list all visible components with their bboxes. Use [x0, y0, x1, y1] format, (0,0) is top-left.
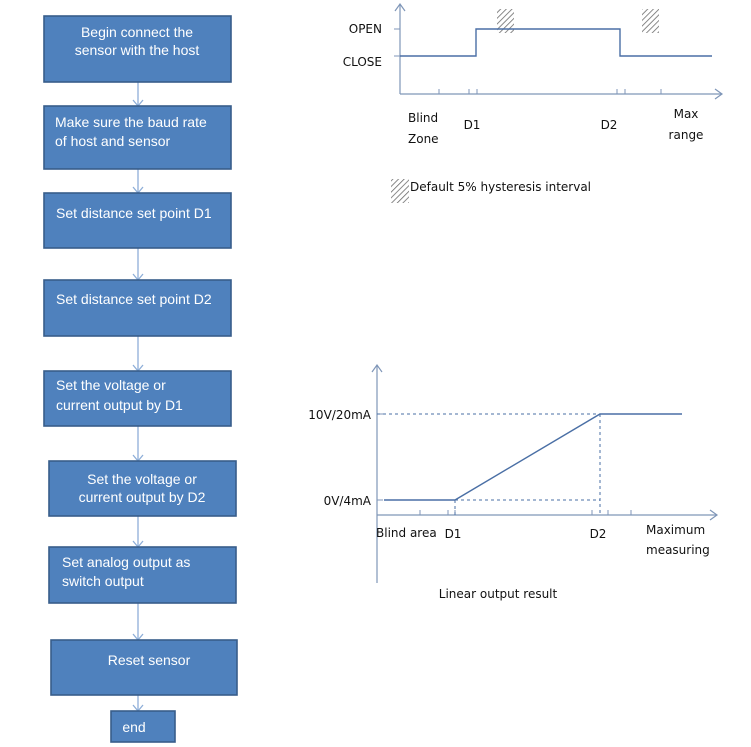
- step-end: end: [110, 710, 176, 743]
- step-line: Set analog output as: [62, 554, 190, 570]
- switch-label-blind: Blind: [408, 111, 438, 125]
- switch-level-open: OPEN: [349, 22, 382, 36]
- linear-caption: Linear output result: [439, 587, 558, 601]
- switch-level-close: CLOSE: [343, 55, 382, 69]
- step-line: Set the voltage or: [87, 471, 197, 487]
- switch-label-zone: Zone: [408, 132, 439, 146]
- step-baud-rate: Make sure the baud rate of host and sens…: [43, 105, 232, 170]
- step-begin-connect: Begin connect the sensor with the host: [43, 15, 232, 83]
- linear-label-blind-area: Blind area: [376, 526, 437, 540]
- step-box: [50, 639, 238, 696]
- step-set-point-d2: Set distance set point D2: [43, 279, 232, 337]
- switch-label-max: Max: [674, 107, 699, 121]
- switch-diagram: OPEN CLOSE Blind Zone D1 D2 Max range De…: [343, 2, 724, 203]
- step-output-d1: Set the voltage or current output by D1: [43, 370, 232, 427]
- switch-label-d2: D2: [601, 118, 618, 132]
- step-line: Reset sensor: [108, 652, 191, 668]
- step-box: [110, 710, 176, 743]
- step-reset-sensor: Reset sensor: [50, 639, 238, 696]
- step-box: [43, 105, 232, 170]
- switch-x-axis-arrowhead: [714, 88, 724, 100]
- step-line: end: [122, 719, 145, 735]
- step-line: Set the voltage or: [56, 377, 166, 393]
- linear-diagram: 10V/20mA 0V/4mA Blind area D1 D2 Maximum…: [308, 363, 719, 601]
- linear-level-high: 10V/20mA: [308, 408, 371, 422]
- step-line: current output by D1: [56, 397, 183, 413]
- step-line: current output by D2: [79, 489, 206, 505]
- step-box: [48, 546, 237, 604]
- hysteresis-zone-d2: [642, 9, 659, 33]
- switch-signal-line: [400, 28, 712, 57]
- hysteresis-zone-d1: [497, 9, 514, 33]
- linear-label-d1: D1: [445, 527, 462, 541]
- linear-label-maximum: Maximum: [646, 523, 705, 537]
- switch-label-range: range: [669, 128, 704, 142]
- hysteresis-legend-swatch: [391, 179, 409, 203]
- step-output-d2: Set the voltage or current output by D2: [48, 460, 237, 517]
- step-box: [48, 460, 237, 517]
- step-line: Set distance set point D1: [56, 205, 212, 221]
- linear-level-low: 0V/4mA: [324, 494, 372, 508]
- step-set-point-d1: Set distance set point D1: [43, 192, 232, 249]
- switch-y-axis-arrowhead: [394, 2, 406, 12]
- step-box: [43, 370, 232, 427]
- step-box: [43, 192, 232, 249]
- step-line: Begin connect the: [81, 24, 193, 40]
- step-line: Set distance set point D2: [56, 291, 212, 307]
- flowchart: Begin connect the sensor with the host M…: [43, 15, 238, 743]
- switch-label-d1: D1: [464, 118, 481, 132]
- step-line: Make sure the baud rate: [55, 114, 207, 130]
- linear-x-axis-arrowhead: [709, 509, 719, 521]
- step-analog-switch: Set analog output as switch output: [48, 546, 237, 604]
- linear-label-d2: D2: [590, 527, 607, 541]
- linear-y-axis-arrowhead: [371, 363, 383, 373]
- linear-signal-line: [384, 413, 682, 501]
- step-line: sensor with the host: [75, 42, 200, 58]
- linear-label-measuring: measuring: [646, 543, 710, 557]
- step-line: switch output: [62, 573, 144, 589]
- step-box: [43, 279, 232, 337]
- hysteresis-legend-text: Default 5% hysteresis interval: [410, 180, 591, 194]
- step-line: of host and sensor: [55, 133, 171, 149]
- step-box: [43, 15, 232, 83]
